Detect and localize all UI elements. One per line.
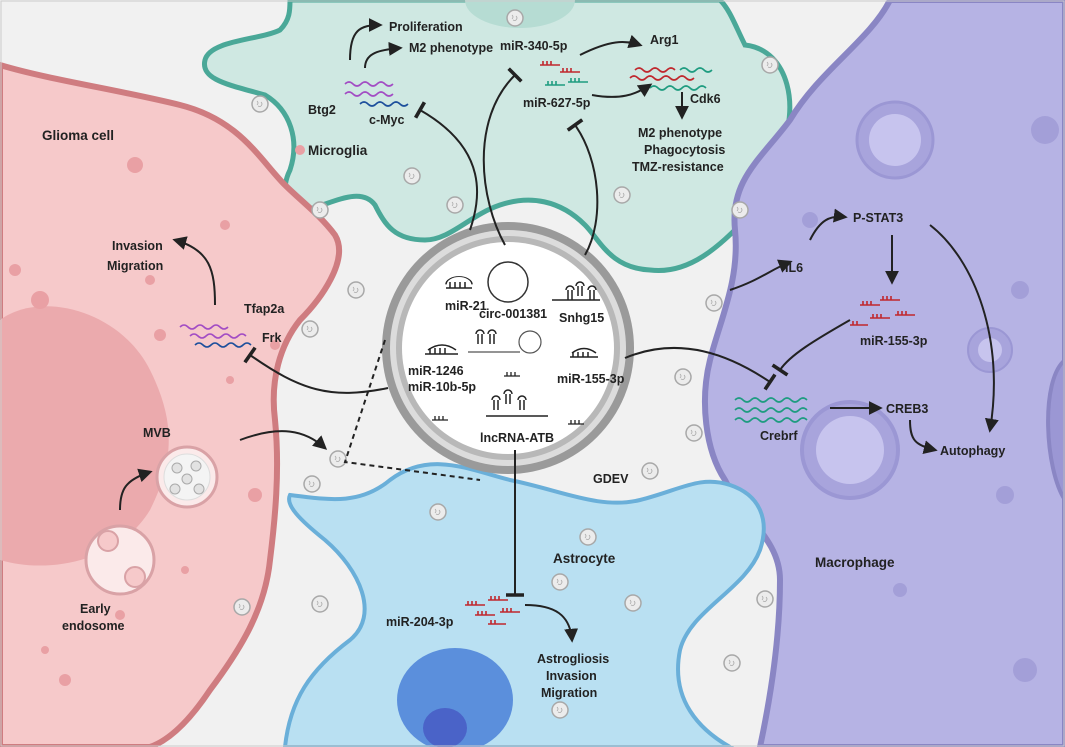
lncrna-center-glyph <box>468 329 542 354</box>
snhg15-glyph <box>552 281 600 301</box>
labels: Glioma cell Microglia Macrophage Astrocy… <box>42 20 1005 700</box>
il6-label: IL6 <box>785 261 803 275</box>
astrocyte-label: Astrocyte <box>553 551 616 566</box>
astrocyte-cell <box>282 462 766 747</box>
mir340-label: miR-340-5p <box>500 39 568 53</box>
cdk6-label: Cdk6 <box>690 92 721 106</box>
invasion-label: Invasion <box>112 239 163 253</box>
m2-phenotype-label: M2 phenotype <box>409 41 493 55</box>
mir627-label: miR-627-5p <box>523 96 591 110</box>
lncrna-atb-label: lncRNA-ATB <box>480 431 554 445</box>
mir155-mac-label: miR-155-3p <box>860 334 928 348</box>
endosome-label: endosome <box>62 619 125 633</box>
mvb-label: MVB <box>143 426 171 440</box>
frk-label: Frk <box>262 331 282 345</box>
rna-squiggles <box>179 67 808 423</box>
mir1246-label: miR-1246 <box>408 364 464 378</box>
mir155-glyph <box>570 347 598 358</box>
zoom-lines <box>343 339 481 481</box>
mir1246-glyph <box>425 344 458 355</box>
lncrna-atb-glyph <box>486 389 548 417</box>
early-label: Early <box>80 602 111 616</box>
astro-migration-label: Migration <box>541 686 597 700</box>
pathway-arrows <box>119 18 999 643</box>
m2-out-label: M2 phenotype <box>638 126 722 140</box>
macrophage-cell <box>702 0 1065 747</box>
mvb <box>155 445 219 509</box>
early-endosome <box>84 524 156 596</box>
gdev-label: GDEV <box>593 472 629 486</box>
mir10b-label: miR-10b-5p <box>408 380 476 394</box>
arg1-label: Arg1 <box>650 33 679 47</box>
proliferation-label: Proliferation <box>389 20 463 34</box>
small-mirna-glyph <box>432 372 584 425</box>
gdev-vesicle <box>382 222 634 474</box>
pstat3-label: P-STAT3 <box>853 211 903 225</box>
mir155-gdev-label: miR-155-3p <box>557 372 625 386</box>
circ-rna-glyph <box>487 261 529 303</box>
mir21-label: miR-21 <box>445 299 487 313</box>
circ-label: circ-001381 <box>479 307 547 321</box>
tmz-label: TMZ-resistance <box>632 160 724 174</box>
macrophage-label: Macrophage <box>815 555 895 570</box>
crebrf-label: Crebrf <box>760 429 798 443</box>
mir21-glyph <box>445 276 473 289</box>
microglia-label: Microglia <box>308 143 368 158</box>
astrogliosis-label: Astrogliosis <box>537 652 609 666</box>
mirna-clusters <box>465 61 915 625</box>
tfap2a-label: Tfap2a <box>244 302 285 316</box>
cmyc-label: c-Myc <box>369 113 404 127</box>
autophagy-label: Autophagy <box>940 444 1005 458</box>
migration-label: Migration <box>107 259 163 273</box>
astro-invasion-label: Invasion <box>546 669 597 683</box>
glioma-cell <box>0 61 343 747</box>
mir204-label: miR-204-3p <box>386 615 454 629</box>
btg2-label: Btg2 <box>308 103 336 117</box>
glioma-cell-label: Glioma cell <box>42 128 114 143</box>
phagocytosis-label: Phagocytosis <box>644 143 725 157</box>
snhg15-label: Snhg15 <box>559 311 604 325</box>
creb3-label: CREB3 <box>886 402 928 416</box>
